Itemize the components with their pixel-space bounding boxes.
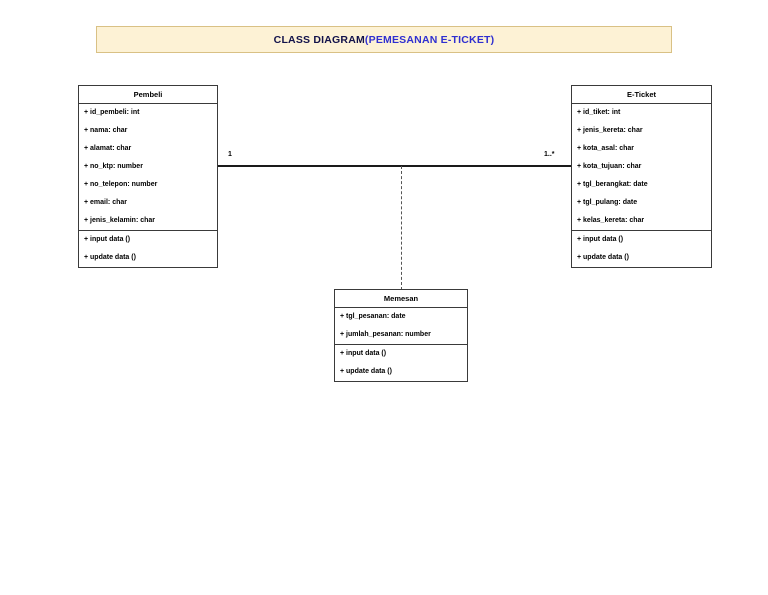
attribute-row: + kota_asal: char (577, 145, 635, 152)
attribute-row: + no_ktp: number (84, 163, 143, 170)
attribute-row: + tgl_berangkat: date (577, 181, 648, 188)
attributes-compartment-memesan: + tgl_pesanan: date + jumlah_pesanan: nu… (335, 308, 467, 345)
attribute-row: + no_telepon: number (84, 181, 158, 188)
method-row: + input data () (340, 350, 387, 357)
attribute-row: + email: char (84, 199, 127, 206)
association-line-pembeli-eticket (218, 165, 571, 167)
method-row: + update data () (340, 368, 392, 375)
method-row: + update data () (577, 254, 629, 261)
diagram-title-banner: CLASS DIAGRAM (PEMESANAN E-TICKET) (96, 26, 672, 53)
method-row: + input data () (84, 236, 131, 243)
attributes-compartment-pembeli: + id_pembeli: int + nama: char + alamat:… (79, 104, 217, 231)
attribute-row: + id_tiket: int (577, 109, 621, 116)
diagram-title-main: CLASS DIAGRAM (273, 33, 365, 46)
class-name-memesan: Memesan (335, 290, 467, 308)
association-class-dashed-link (401, 166, 402, 290)
attribute-row: + tgl_pulang: date (577, 199, 638, 206)
multiplicity-right: 1..* (544, 151, 555, 158)
attribute-row: + id_pembeli: int (84, 109, 140, 116)
class-box-eticket[interactable]: E-Ticket + id_tiket: int + jenis_kereta:… (571, 85, 712, 268)
diagram-title-subtitle: (PEMESANAN E-TICKET) (364, 33, 495, 46)
attribute-row: + jumlah_pesanan: number (340, 331, 431, 338)
attribute-row: + kelas_kereta: char (577, 217, 645, 224)
attribute-row: + nama: char (84, 127, 128, 134)
multiplicity-left: 1 (228, 151, 232, 158)
class-box-pembeli[interactable]: Pembeli + id_pembeli: int + nama: char +… (78, 85, 218, 268)
methods-compartment-memesan: + input data () + update data () (335, 345, 467, 381)
class-box-memesan[interactable]: Memesan + tgl_pesanan: date + jumlah_pes… (334, 289, 468, 382)
class-name-pembeli: Pembeli (79, 86, 217, 104)
attribute-row: + kota_tujuan: char (577, 163, 642, 170)
method-row: + update data () (84, 254, 136, 261)
class-name-eticket: E-Ticket (572, 86, 711, 104)
methods-compartment-pembeli: + input data () + update data () (79, 231, 217, 267)
method-row: + input data () (577, 236, 624, 243)
attribute-row: + jenis_kereta: char (577, 127, 643, 134)
methods-compartment-eticket: + input data () + update data () (572, 231, 711, 267)
attribute-row: + alamat: char (84, 145, 132, 152)
attribute-row: + jenis_kelamin: char (84, 217, 156, 224)
attributes-compartment-eticket: + id_tiket: int + jenis_kereta: char + k… (572, 104, 711, 231)
attribute-row: + tgl_pesanan: date (340, 313, 406, 320)
